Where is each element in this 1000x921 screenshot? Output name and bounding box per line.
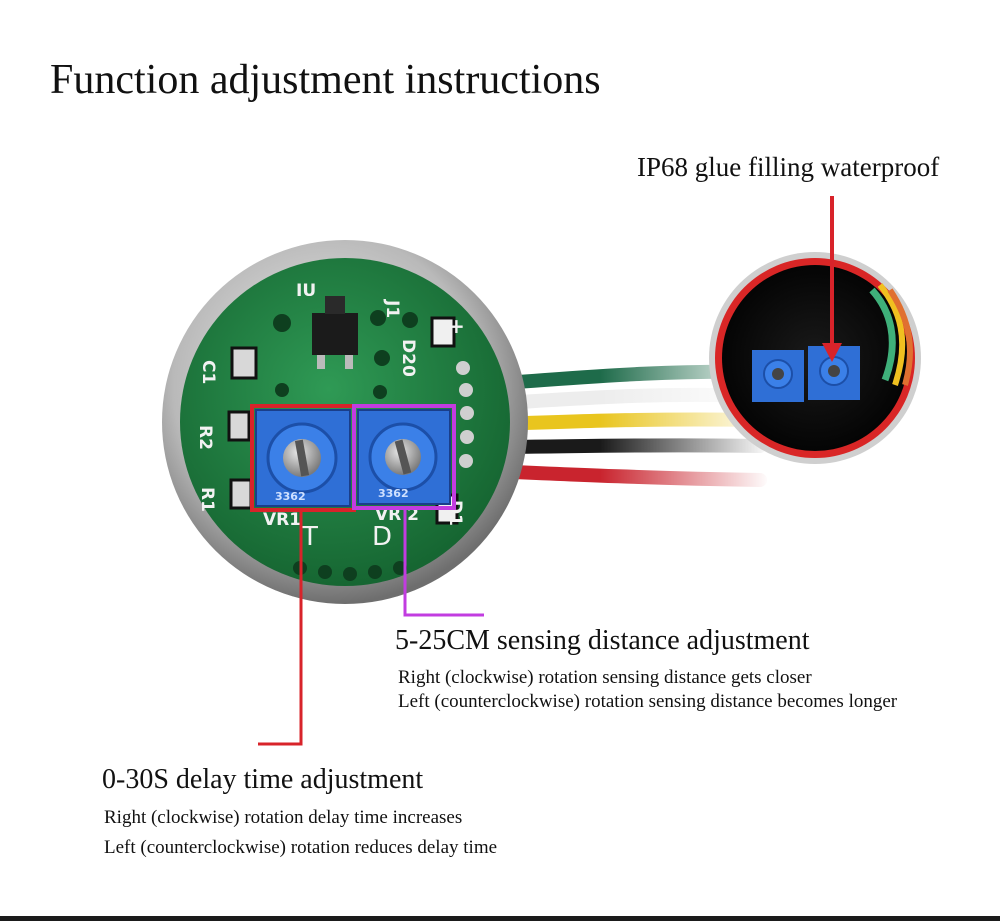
silkscreen-t: T — [301, 522, 318, 552]
silkscreen-r2: R2 — [195, 425, 215, 450]
silkscreen-r1: R1 — [197, 487, 217, 512]
silkscreen-u: IU — [296, 281, 316, 301]
waterproof-callout: IP68 glue filling waterproof — [637, 152, 940, 182]
delay-heading: 0-30S delay time adjustment — [102, 764, 424, 795]
waterproof-inset — [709, 252, 921, 464]
sensing-heading: 5-25CM sensing distance adjustment — [395, 625, 810, 656]
silkscreen-c1: C1 — [198, 360, 218, 384]
delay-line: Left (counterclockwise) rotation reduces… — [104, 837, 498, 858]
delay-line: Right (clockwise) rotation delay time in… — [104, 807, 463, 828]
silkscreen-d: D — [372, 522, 392, 552]
delay-callout-line — [258, 510, 303, 746]
page-title: Function adjustment instructions — [50, 57, 601, 103]
silkscreen-plus: + — [448, 314, 465, 338]
sensing-potentiometer[interactable]: 3362 — [357, 409, 451, 505]
pot-code-vr2: 3362 — [378, 487, 409, 500]
delay-potentiometer[interactable]: 3362 — [255, 409, 351, 507]
pcb-components — [227, 296, 474, 581]
sensing-line: Left (counterclockwise) rotation sensing… — [398, 691, 898, 712]
sensing-line: Right (clockwise) rotation sensing dista… — [398, 667, 812, 688]
silkscreen-vr1: VR1 — [263, 510, 301, 530]
silkscreen-j1: J1 — [382, 299, 402, 318]
bottom-divider — [0, 916, 1000, 921]
pot-code-vr1: 3362 — [275, 490, 306, 503]
waterproof-arrow-head — [822, 343, 842, 362]
sensing-callout-line — [403, 510, 484, 617]
sensing-highlight-box — [352, 404, 456, 510]
silkscreen-d20: D20 — [398, 339, 418, 377]
